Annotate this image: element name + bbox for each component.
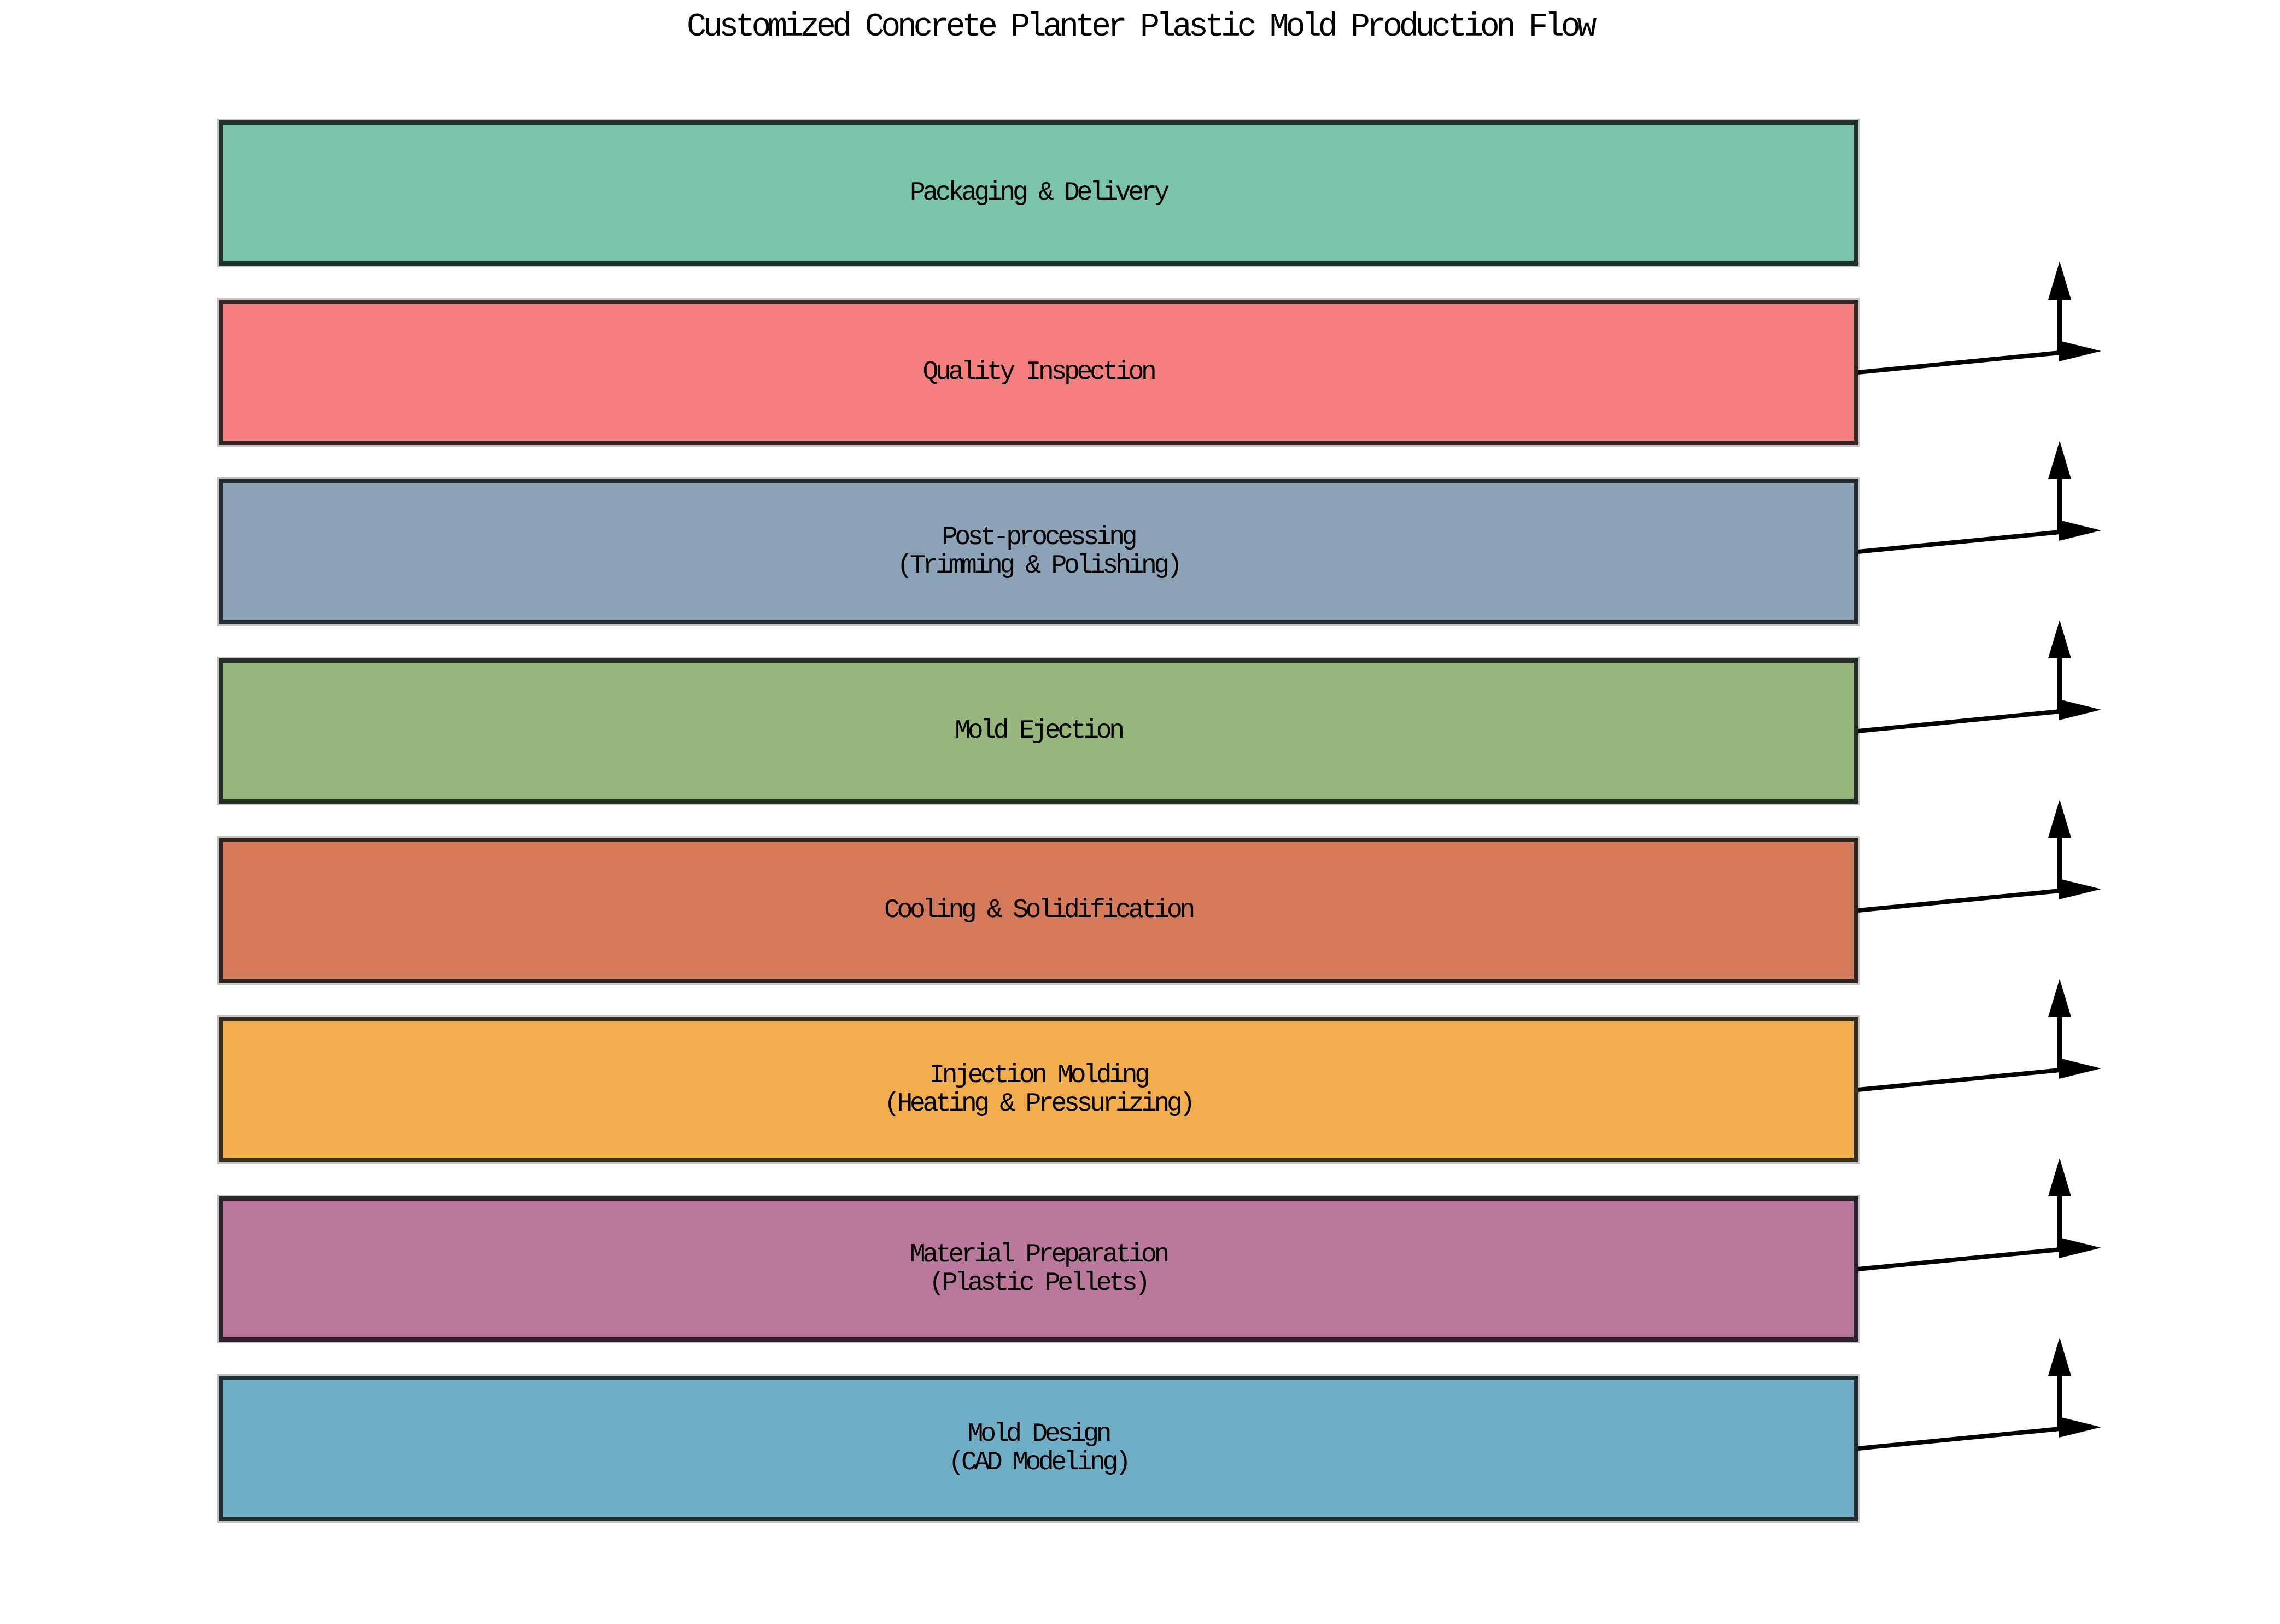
flow-step-injection-molding: Injection Molding(Heating & Pressurizing… (219, 1017, 1858, 1162)
arrowhead-right-icon (2059, 1237, 2101, 1258)
flow-step-label: Mold Ejection (955, 716, 1125, 746)
arrowhead-right-icon (2059, 341, 2101, 361)
arrowhead-right-icon (2059, 699, 2101, 720)
arrowhead-up-icon (2048, 979, 2071, 1017)
flow-step-label: (Heating & Pressurizing) (884, 1089, 1195, 1119)
arrowhead-right-icon (2059, 520, 2101, 541)
flow-arrow-up-mold-design (1857, 1337, 2101, 1451)
arrowhead-up-icon (2048, 441, 2071, 479)
flow-step-quality-inspection: Quality Inspection (219, 300, 1858, 445)
flow-arrow-up-mold-ejection (1857, 620, 2101, 733)
arrowhead-up-icon (2048, 1337, 2071, 1376)
flow-step-label: Post-processing (942, 523, 1138, 552)
flow-step-label: Quality Inspection (922, 358, 1156, 387)
flow-step-label: (Trimming & Polishing) (897, 551, 1182, 581)
flow-step-label: Mold Design (967, 1419, 1112, 1449)
flow-step-label: (Plastic Pellets) (929, 1269, 1150, 1298)
arrowhead-up-icon (2048, 620, 2071, 658)
arrowhead-right-icon (2059, 879, 2101, 899)
flow-step-label: (CAD Modeling) (948, 1448, 1131, 1477)
flow-arrow-up-material-preparation (1857, 1158, 2101, 1271)
diagram-title: Customized Concrete Planter Plastic Mold… (687, 9, 1597, 46)
flow-arrow-up-cooling-solidification (1857, 799, 2101, 913)
flow-arrow-up-quality-inspection (1857, 261, 2101, 375)
flow-step-material-preparation: Material Preparation(Plastic Pellets) (219, 1196, 1858, 1342)
flow-step-label: Packaging & Delivery (909, 178, 1170, 208)
arrowhead-right-icon (2059, 1417, 2101, 1438)
flow-step-label: Material Preparation (909, 1240, 1170, 1270)
arrowhead-right-icon (2059, 1058, 2101, 1079)
flow-step-mold-design: Mold Design(CAD Modeling) (219, 1376, 1858, 1521)
arrowhead-up-icon (2048, 799, 2071, 838)
flow-step-packaging-delivery: Packaging & Delivery (219, 120, 1858, 266)
arrowhead-up-icon (2048, 261, 2071, 300)
flow-arrow-up-injection-molding (1857, 979, 2101, 1092)
arrowhead-up-icon (2048, 1158, 2071, 1196)
flow-arrow-up-post-processing (1857, 441, 2101, 554)
flow-step-cooling-solidification: Cooling & Solidification (219, 838, 1858, 983)
flow-step-post-processing: Post-processing(Trimming & Polishing) (219, 479, 1858, 624)
flow-step-label: Cooling & Solidification (884, 896, 1195, 925)
flow-step-mold-ejection: Mold Ejection (219, 658, 1858, 804)
flow-step-label: Injection Molding (929, 1061, 1150, 1090)
